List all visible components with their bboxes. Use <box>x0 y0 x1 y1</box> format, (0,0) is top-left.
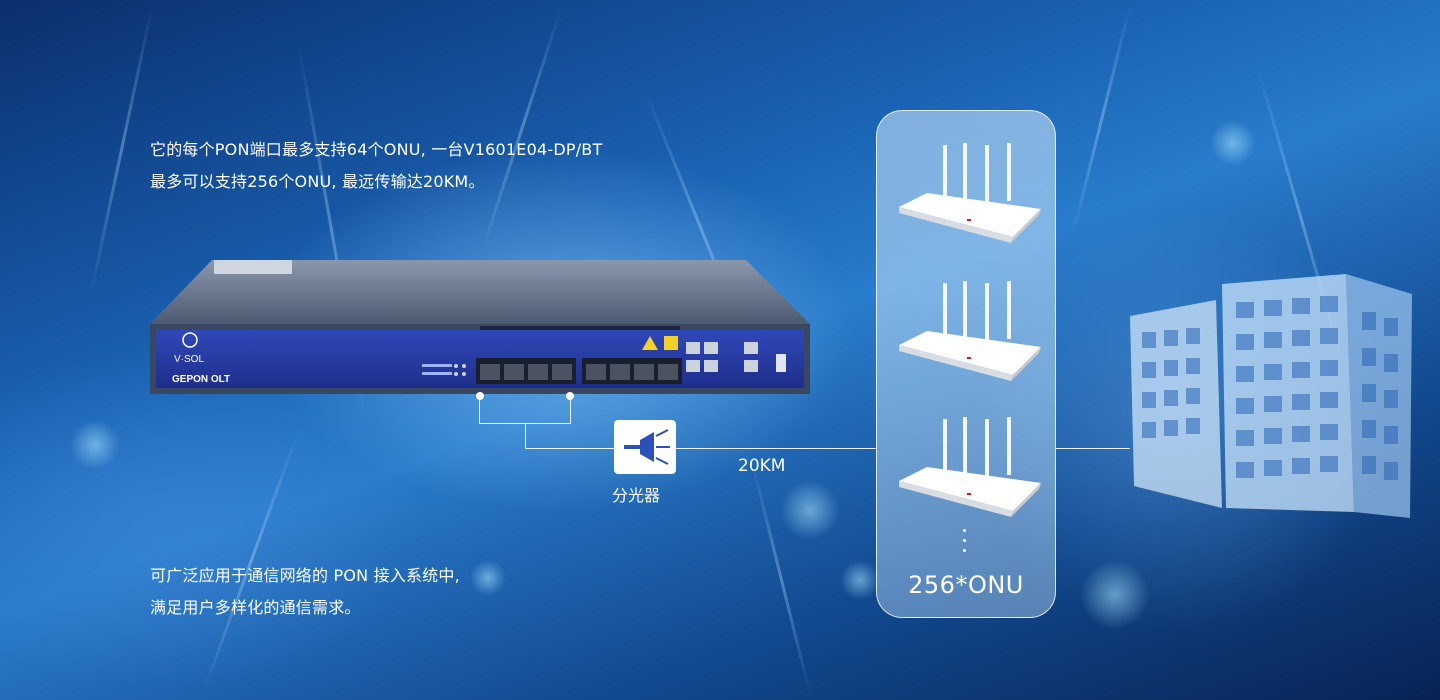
wifi-router-icon <box>899 417 1041 517</box>
bg-bokeh <box>1210 120 1256 166</box>
fiber-line <box>525 448 615 449</box>
laser-label <box>664 336 678 350</box>
distance-label: 20KM <box>738 456 786 476</box>
laser-warning-icon <box>642 336 658 350</box>
office-building-icon <box>1130 274 1412 518</box>
olt-status-leds <box>422 364 466 376</box>
pon-port-connector <box>566 392 574 400</box>
bg-bokeh <box>70 420 120 470</box>
pon-port-connector <box>476 392 484 400</box>
optical-splitter-icon <box>614 420 676 474</box>
gepon-olt-device: V·SOL GEPON OLT <box>150 260 810 394</box>
olt-vent <box>480 326 680 330</box>
uplink-sfp-ports <box>582 358 682 384</box>
olt-model: GEPON OLT <box>172 374 230 385</box>
wifi-router-icon <box>899 143 1041 243</box>
bg-bokeh <box>1080 560 1150 630</box>
bg-streak <box>479 5 564 255</box>
onu-count-label: 256*ONU <box>908 571 1024 599</box>
application-line-1: 可广泛应用于通信网络的 PON 接入系统中, <box>150 566 460 585</box>
fiber-line <box>479 398 480 424</box>
olt-brand: V·SOL <box>174 354 204 365</box>
description-line-2: 最多可以支持256个ONU, 最远传输达20KM。 <box>150 172 485 191</box>
building-link-line <box>1056 448 1130 449</box>
pon-sfp-ports <box>476 358 576 384</box>
application-line-2: 满足用户多样化的通信需求。 <box>150 598 361 617</box>
more-onus-ellipsis <box>963 529 967 559</box>
ethernet-ports <box>686 342 758 372</box>
bg-bokeh <box>780 480 840 540</box>
usb-port <box>776 354 786 372</box>
onu-group-panel: 256*ONU <box>876 110 1056 618</box>
olt-sticker <box>214 260 292 274</box>
wifi-router-icon <box>899 281 1041 381</box>
bg-streak <box>1071 3 1132 237</box>
fiber-line <box>570 398 571 424</box>
description-line-1: 它的每个PON端口最多支持64个ONU, 一台V1601E04-DP/BT <box>150 140 603 159</box>
bg-bokeh <box>470 560 506 596</box>
bg-streak <box>88 2 155 298</box>
fiber-line-20km <box>676 448 876 449</box>
bg-bokeh <box>840 560 880 600</box>
splitter-label: 分光器 <box>612 486 661 505</box>
olt-top-cover <box>150 260 810 324</box>
fiber-line <box>525 423 526 449</box>
vsol-logo-icon <box>182 332 198 348</box>
